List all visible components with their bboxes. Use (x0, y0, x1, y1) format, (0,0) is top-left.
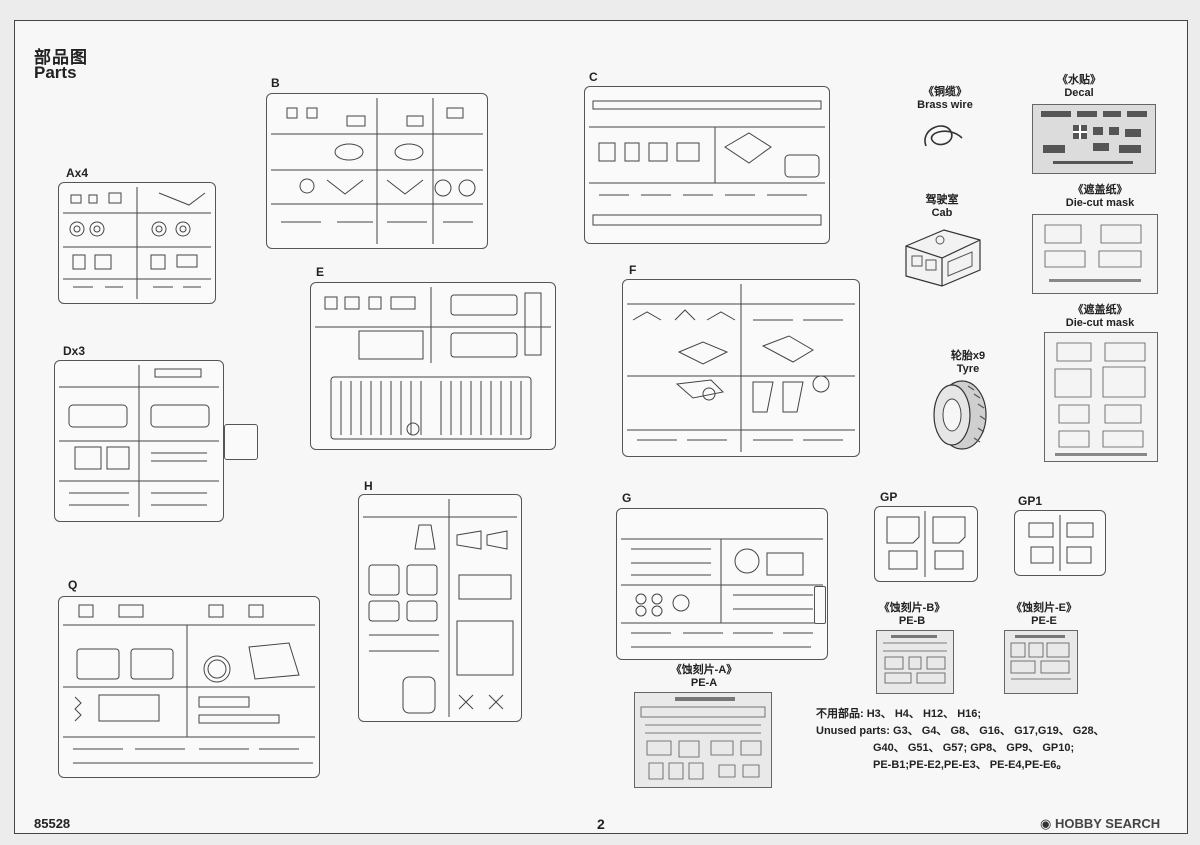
sprue-h-parts (363, 499, 517, 717)
sprue-g-parts (621, 538, 823, 648)
sprue-label-gp1: GP1 (1018, 494, 1043, 508)
page-title-en: Parts (34, 63, 77, 82)
pe-a-cn: 《蚀刻片-A》 (670, 664, 738, 676)
sprue-ax4 (58, 182, 216, 304)
sprue-e-parts (315, 287, 551, 440)
cab-caption: 驾驶室 Cab (912, 194, 972, 220)
mask1-sheet (1032, 214, 1158, 294)
mask1-en: Die-cut mask (1065, 197, 1135, 209)
watermark-logo-icon: ◉ (1040, 816, 1052, 831)
sprue-label-f: F (629, 263, 637, 277)
mask1-sheet-art (1044, 224, 1142, 282)
sprue-b (266, 93, 488, 249)
cab-icon (905, 229, 981, 287)
sprue-label-h: H (364, 479, 373, 493)
sprue-g (616, 508, 828, 660)
mask2-cn: 《遮盖纸》 (1072, 304, 1128, 316)
sprue-gp (874, 506, 978, 582)
sprue-dx3-tab (224, 424, 258, 460)
cab-cn: 驾驶室 (925, 194, 959, 206)
unused-parts-block: 不用部品: H3、 H4、 H12、 H16; Unused parts: G3… (816, 706, 1105, 774)
sprue-g-tab (814, 586, 826, 624)
page-title-cn: 部品图 (34, 48, 88, 67)
sprue-dx3-parts (59, 365, 219, 517)
decal-caption: 《水贴》 Decal (1044, 74, 1114, 100)
mask2-caption: 《遮盖纸》 Die-cut mask (1060, 304, 1140, 330)
sprue-gp1 (1014, 510, 1106, 576)
pe-a-sheet-art (640, 697, 766, 780)
pe-e-caption: 《蚀刻片-E》 PE-E (1004, 602, 1084, 628)
brass-wire-icon (924, 125, 963, 147)
mask1-cn: 《遮盖纸》 (1072, 184, 1128, 196)
sprue-gp1-parts (1028, 515, 1094, 571)
pe-a-sheet (634, 692, 772, 788)
brass-wire-en: Brass wire (917, 99, 973, 111)
pe-e-en: PE-E (1031, 615, 1057, 627)
watermark-text: HOBBY SEARCH (1054, 816, 1161, 831)
pe-a-en: PE-A (690, 677, 718, 689)
pe-a-caption: 《蚀刻片-A》 PE-A (664, 664, 744, 690)
pe-e-sheet (1004, 630, 1078, 694)
sprue-label-c: C (589, 70, 598, 84)
unused-parts-label-cn: 不用部品: (816, 708, 864, 720)
page-number: 2 (597, 816, 605, 832)
sprue-label-gp: GP (880, 490, 898, 504)
tyre-caption: 轮胎x9 Tyre (940, 350, 996, 376)
sprue-label-q: Q (68, 578, 78, 592)
pe-b-cn: 《蚀刻片-B》 (878, 602, 946, 614)
mask2-en: Die-cut mask (1065, 317, 1135, 329)
sprue-dx3 (54, 360, 224, 522)
sprue-q (58, 596, 320, 778)
mask1-caption: 《遮盖纸》 Die-cut mask (1060, 184, 1140, 210)
decal-en: Decal (1064, 87, 1094, 99)
tyre-cn: 轮胎x9 (950, 350, 986, 362)
sprue-label-g: G (622, 491, 632, 505)
cab-en: Cab (931, 207, 953, 219)
pe-b-sheet-art (883, 635, 947, 684)
sprue-f (622, 279, 860, 457)
sprue-e (310, 282, 556, 450)
pe-e-cn: 《蚀刻片-E》 (1011, 602, 1077, 614)
tyre-en: Tyre (956, 363, 980, 375)
unused-parts-line2: G3、 G4、 G8、 G16、 G17,G19、 G28、 (893, 725, 1105, 737)
sprue-label-dx3: Dx3 (63, 344, 86, 358)
sprue-ax4-parts (63, 187, 211, 299)
tyre-icon (933, 380, 987, 450)
decal-cn: 《水贴》 (1057, 74, 1101, 86)
unused-parts-line1: H3、 H4、 H12、 H16; (866, 708, 982, 720)
brass-wire-caption: 《铜缆》 Brass wire (910, 86, 980, 112)
sprue-q-parts (63, 604, 315, 764)
mask2-sheet (1044, 332, 1158, 462)
sprue-b-parts (271, 98, 483, 244)
hobby-search-watermark: ◉ HOBBY SEARCH (1040, 816, 1160, 832)
pe-b-sheet (876, 630, 954, 694)
sprue-label-ax4: Ax4 (66, 166, 89, 180)
pe-b-en: PE-B (898, 615, 926, 627)
sprue-c (584, 86, 830, 244)
sprue-label-e: E (316, 265, 325, 279)
unused-parts-line4: PE-B1;PE-E2,PE-E3、 PE-E4,PE-E6。 (873, 759, 1068, 771)
sprue-f-parts (627, 284, 855, 452)
mask2-sheet-art (1054, 342, 1147, 456)
decal-sheet (1032, 104, 1156, 174)
decal-sheet-art (1041, 111, 1147, 164)
product-code: 85528 (34, 816, 71, 831)
unused-parts-line3: G40、 G51、 G57; GP8、 GP9、 GP10; (873, 742, 1075, 754)
sprue-h (358, 494, 522, 722)
pe-e-sheet-art (1010, 635, 1071, 680)
pe-b-caption: 《蚀刻片-B》 PE-B (872, 602, 952, 628)
sprue-c-parts (589, 100, 825, 226)
sprue-gp-parts (886, 511, 966, 577)
unused-parts-label-en: Unused parts: (816, 725, 890, 737)
brass-wire-cn: 《铜缆》 (923, 86, 967, 98)
sprue-label-b: B (271, 76, 280, 90)
